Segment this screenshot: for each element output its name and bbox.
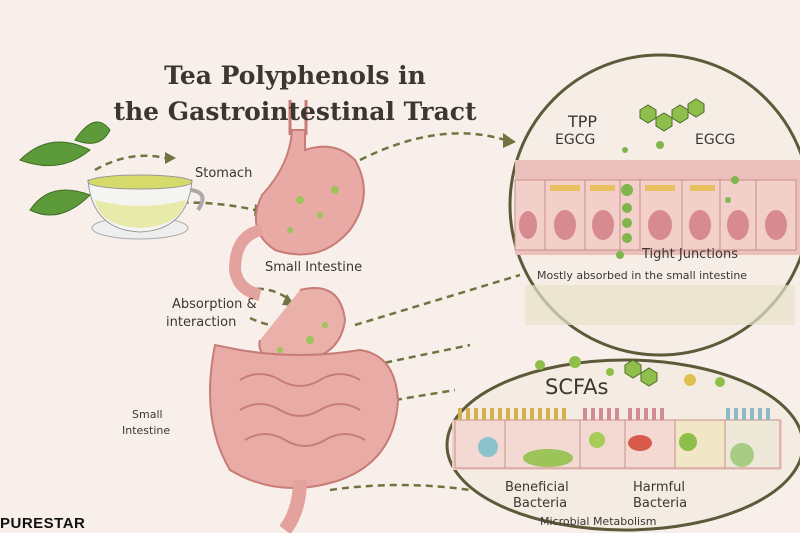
label-harmful-1: Harmful: [633, 480, 685, 495]
label-stomach: Stomach: [195, 166, 253, 181]
label-harmful-2: Bacteria: [633, 496, 688, 511]
title-line-1: Tea Polyphenols in: [164, 61, 426, 90]
logo: PURESTAR: [0, 515, 86, 532]
bacteria-icon: [628, 435, 652, 451]
bottom-inset-ellipse: [445, 356, 800, 532]
bacteria-icon: [679, 433, 697, 451]
label-tpp: TPP: [568, 112, 598, 131]
label-small-intestine-left-1: Small: [132, 408, 163, 421]
stomach: [228, 100, 365, 301]
title-line-2: the Gastrointestinal Tract: [113, 97, 477, 126]
bacteria-icon: [523, 449, 573, 467]
label-beneficial-2: Bacteria: [513, 496, 568, 511]
duodenum: [258, 287, 347, 364]
label-egcg-right: EGCG: [695, 132, 736, 148]
label-tight-junctions: Tight Junctions: [642, 247, 739, 262]
top-inset-caption: Mostly absorbed in the small intestine: [537, 269, 748, 282]
label-egcg-left: EGCG: [555, 132, 596, 148]
intestines: [209, 343, 400, 533]
label-beneficial-1: Beneficial: [505, 480, 569, 495]
top-inset-circle: [508, 53, 800, 357]
label-absorption-1: Absorption &: [172, 297, 257, 312]
polyphenol-dots: [277, 186, 339, 353]
label-scfas: SCFAs: [545, 375, 609, 399]
bacteria-icon: [478, 437, 498, 457]
label-small-intestine-left-2: Intestine: [122, 424, 171, 437]
teacup: [87, 174, 205, 240]
label-small-intestine-top: Small Intestine: [265, 260, 363, 275]
label-absorption-2: interaction: [166, 315, 237, 330]
bottom-inset-caption: Microbial Metabolism: [540, 515, 657, 528]
tea-leaves: [19, 121, 111, 216]
